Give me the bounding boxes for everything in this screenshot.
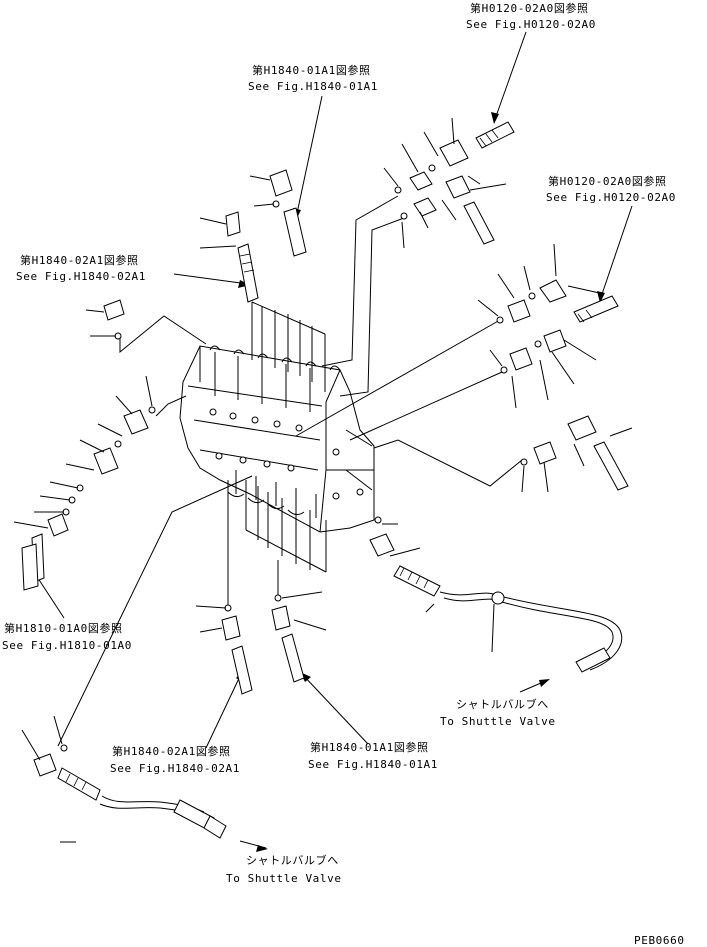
- drawing-code: PEB0660: [634, 934, 685, 947]
- reference-en: See Fig.H1840-02A1: [110, 762, 240, 775]
- reference-en: See Fig.H1840-01A1: [248, 80, 378, 93]
- reference-en: See Fig.H1810-01A0: [2, 639, 132, 652]
- destination-en: To Shuttle Valve: [226, 872, 342, 885]
- fittings-bottom-middle: [195, 591, 327, 695]
- reference-en: See Fig.H1840-02A1: [16, 270, 146, 283]
- fittings-left: [13, 299, 156, 591]
- reference-en: See Fig.H0120-02A0: [546, 191, 676, 204]
- reference-label-h1840-01-bottom: 第H1840-01A1図参照 See Fig.H1840-01A1: [308, 740, 438, 771]
- routing-lines: [57, 195, 523, 747]
- reference-label-h1840-02-left: 第H1840-02A1図参照 See Fig.H1840-02A1: [16, 253, 146, 283]
- fittings-right-lower: [520, 415, 633, 493]
- reference-en: See Fig.H1840-01A1: [308, 758, 438, 771]
- reference-jp: 第H1840-01A1図参照: [252, 63, 371, 77]
- destination-jp: シャトルバルブへ: [246, 853, 339, 867]
- fittings-right-middle: [477, 243, 619, 409]
- control-valve-body: [179, 345, 375, 533]
- reference-label-h1810: 第H1810-01A0図参照 See Fig.H1810-01A0: [2, 621, 132, 652]
- destination-label-right: シャトルバルブへ To Shuttle Valve: [440, 697, 556, 728]
- reference-label-h1840-01-top: 第H1840-01A1図参照 See Fig.H1840-01A1: [248, 63, 378, 93]
- destination-label-bottom: シャトルバルブへ To Shuttle Valve: [226, 853, 342, 885]
- reference-jp: 第H1840-02A1図参照: [20, 253, 139, 267]
- hose-to-shuttle-valve-right: [369, 516, 622, 673]
- fittings-top-middle: [249, 169, 307, 257]
- reference-jp: 第H1840-02A1図参照: [112, 744, 231, 758]
- reference-jp: 第H1840-01A1図参照: [310, 740, 429, 754]
- reference-label-h1840-02-bottom: 第H1840-02A1図参照 See Fig.H1840-02A1: [110, 744, 240, 775]
- reference-jp: 第H0120-02A0図参照: [548, 174, 667, 188]
- reference-jp: 第H0120-02A0図参照: [470, 1, 589, 15]
- reference-label-h0120-top: 第H0120-02A0図参照 See Fig.H0120-02A0: [466, 1, 596, 31]
- destination-jp: シャトルバルブへ: [456, 697, 549, 711]
- hose-to-shuttle-valve-bottom: [21, 715, 227, 843]
- reference-label-h0120-right: 第H0120-02A0図参照 See Fig.H0120-02A0: [546, 174, 676, 204]
- reference-en: See Fig.H0120-02A0: [466, 18, 596, 31]
- reference-jp: 第H1810-01A0図参照: [4, 621, 123, 635]
- fittings-top-left: [199, 211, 259, 303]
- spool-leaders-top: [251, 301, 326, 392]
- destination-en: To Shuttle Valve: [440, 715, 556, 728]
- fittings-upper-right: [383, 117, 515, 249]
- spool-leaders-bottom: [245, 480, 327, 573]
